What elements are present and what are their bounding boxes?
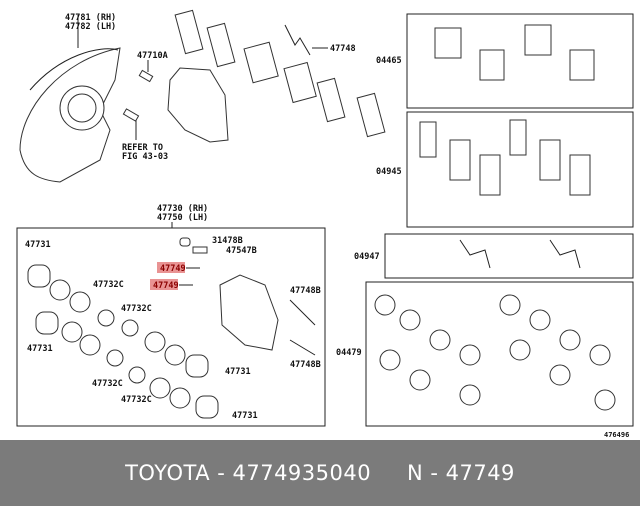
label-piston-1: 47731 [25,240,51,250]
caliper-housing [219,274,279,351]
label-seal-3: 47732C [92,379,123,389]
label-bleeder: 47547B [226,246,257,256]
highlight-clip-2 [150,279,178,290]
label-pin-2: 47748B [290,360,321,370]
label-bolt: 47710A [137,51,168,61]
label-04465: 04465 [376,56,402,66]
part-info-footer: TOYOTA - 4774935040 N - 47749 [0,440,640,506]
kit-box-04947 [384,233,634,279]
kit-box-04465 [406,13,634,109]
label-seal-1: 47732C [93,280,124,290]
label-cap: 31478B [212,236,243,246]
caliper-body [167,67,229,143]
brake-pads-top [174,9,386,138]
label-04947: 04947 [354,252,380,262]
label-shield-lh: 47782 (LH) [65,22,116,32]
label-clip-2[interactable]: 47749 [153,281,179,291]
label-piston-3: 47731 [225,367,251,377]
highlight-clip-1 [157,262,185,273]
label-clip-1[interactable]: 47749 [160,264,186,274]
label-piston-4: 47731 [232,411,258,421]
label-seal-2: 47732C [121,304,152,314]
label-spring: 47748 [330,44,356,54]
label-caliper-rh: 47730 (RH) [157,204,208,214]
label-refer: REFER TO [122,143,163,153]
label-piston-2: 47731 [27,344,53,354]
bolt [138,69,154,83]
label-pin-1: 47748B [290,286,321,296]
part-number-text: TOYOTA - 4774935040 N - 47749 [125,461,515,485]
dust-shield [19,15,121,183]
pistons-and-seals [27,264,219,419]
label-04945: 04945 [376,167,402,177]
label-shield-rh: 47781 (RH) [65,13,116,23]
kit-box-04479 [365,281,634,427]
label-seal-4: 47732C [121,395,152,405]
brake-caliper-diagram: 47781 (RH) 47782 (LH) 47710A REFER TO FI… [16,9,634,439]
label-caliper-lh: 47750 (LH) [157,213,208,223]
caliper-assembly-box [16,227,326,427]
label-refer-fig: FIG 43-03 [122,152,168,162]
kit-box-04945 [406,111,634,228]
figure-number: 476496 [604,431,629,439]
kit-parts [374,24,616,411]
label-04479: 04479 [336,348,362,358]
